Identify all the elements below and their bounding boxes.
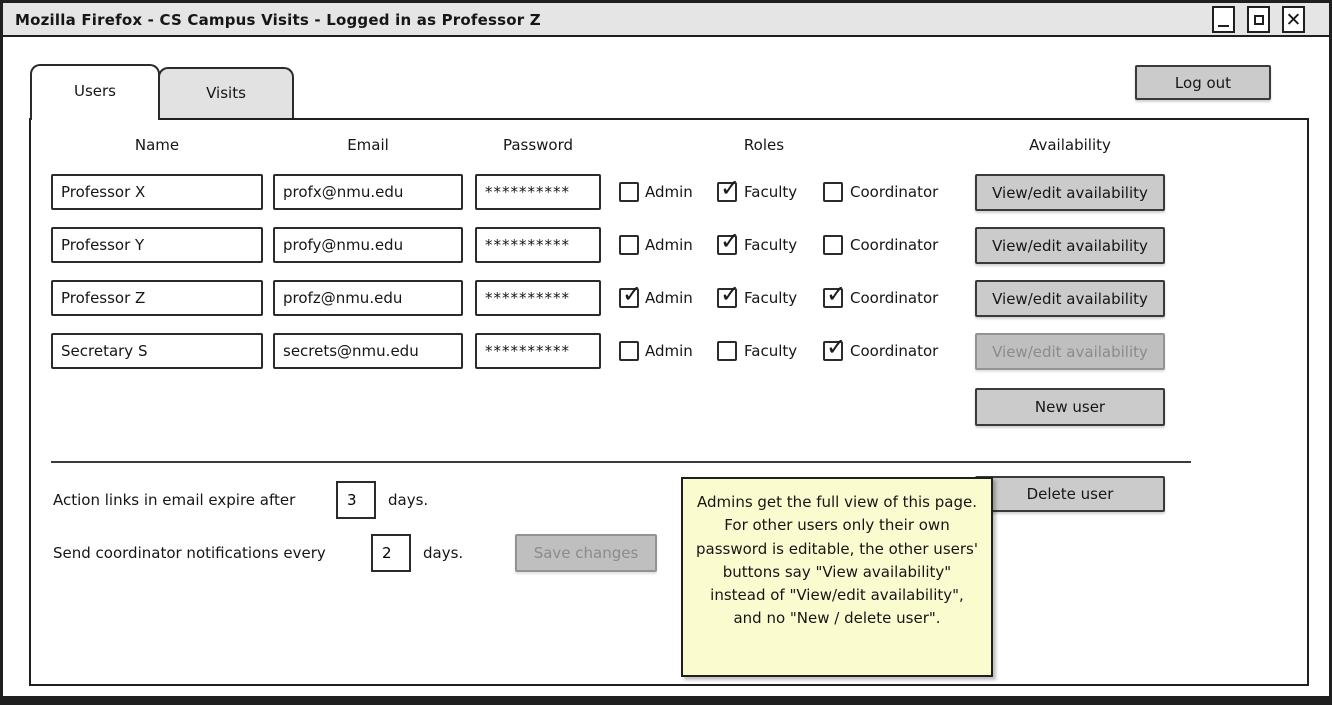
checkmark-icon: ✓ — [622, 280, 643, 308]
email-field[interactable] — [273, 280, 463, 316]
tab-visits[interactable]: Visits — [158, 67, 294, 118]
minimize-button[interactable] — [1212, 6, 1235, 33]
checkmark-icon: ✓ — [720, 227, 741, 255]
column-header-name: Name — [134, 136, 180, 154]
close-icon: ✕ — [1285, 9, 1302, 31]
checkmark-icon: ✓ — [826, 280, 847, 308]
faculty-label: Faculty — [744, 289, 798, 307]
column-header-password: Password — [502, 136, 574, 154]
password-field[interactable] — [475, 333, 601, 369]
minimize-icon — [1218, 25, 1229, 27]
window-controls: ✕ — [1212, 6, 1305, 33]
window-title: Mozilla Firefox - CS Campus Visits - Log… — [15, 11, 541, 29]
column-header-email: Email — [347, 136, 389, 154]
new-user-button[interactable]: New user — [975, 388, 1165, 426]
coordinator-label: Coordinator — [850, 236, 939, 254]
view-edit-availability-button[interactable]: View/edit availability — [975, 280, 1165, 317]
column-header-availability: Availability — [1029, 136, 1111, 154]
faculty-label: Faculty — [744, 183, 798, 201]
email-field[interactable] — [273, 333, 463, 369]
checkmark-icon: ✓ — [826, 333, 847, 361]
checkmark-icon: ✓ — [720, 174, 741, 202]
save-changes-button[interactable]: Save changes — [515, 534, 657, 572]
faculty-checkbox[interactable]: ✓ — [717, 341, 737, 361]
name-field[interactable] — [51, 333, 263, 369]
admin-checkbox[interactable]: ✓ — [619, 182, 639, 202]
expiry-setting-label: Action links in email expire after — [53, 491, 296, 509]
table-row: ✓ Admin ✓ Faculty ✓ Coordinator View/edi… — [3, 174, 1329, 212]
coordinator-label: Coordinator — [850, 342, 939, 360]
name-field[interactable] — [51, 227, 263, 263]
faculty-checkbox[interactable]: ✓ — [717, 280, 740, 308]
delete-user-button[interactable]: Delete user — [975, 476, 1165, 512]
password-field[interactable] — [475, 227, 601, 263]
checkmark-icon: ✓ — [720, 280, 741, 308]
admin-label: Admin — [645, 236, 693, 254]
notification-setting-label: Send coordinator notifications every — [53, 544, 326, 562]
table-row: ✓ Admin ✓ Faculty ✓ Coordinator View/edi… — [3, 280, 1329, 318]
name-field[interactable] — [51, 174, 263, 210]
expiry-days-suffix: days. — [388, 491, 429, 509]
title-bar: Mozilla Firefox - CS Campus Visits - Log… — [3, 3, 1329, 37]
admin-checkbox[interactable]: ✓ — [619, 235, 639, 255]
view-edit-availability-button[interactable]: View/edit availability — [975, 227, 1165, 264]
table-row: ✓ Admin ✓ Faculty ✓ Coordinator View/edi… — [3, 333, 1329, 371]
table-row: ✓ Admin ✓ Faculty ✓ Coordinator View/edi… — [3, 227, 1329, 265]
admin-label: Admin — [645, 289, 693, 307]
faculty-label: Faculty — [744, 342, 798, 360]
coordinator-checkbox[interactable]: ✓ — [823, 280, 846, 308]
expiry-days-field[interactable] — [336, 481, 376, 519]
close-button[interactable]: ✕ — [1282, 6, 1305, 33]
coordinator-checkbox[interactable]: ✓ — [823, 333, 846, 361]
coordinator-label: Coordinator — [850, 183, 939, 201]
email-field[interactable] — [273, 227, 463, 263]
password-field[interactable] — [475, 174, 601, 210]
coordinator-checkbox[interactable]: ✓ — [823, 182, 843, 202]
admin-label: Admin — [645, 342, 693, 360]
faculty-checkbox[interactable]: ✓ — [717, 174, 740, 202]
maximize-button[interactable] — [1247, 6, 1270, 33]
faculty-label: Faculty — [744, 236, 798, 254]
tab-users[interactable]: Users — [30, 64, 160, 120]
name-field[interactable] — [51, 280, 263, 316]
faculty-checkbox[interactable]: ✓ — [717, 227, 740, 255]
column-header-roles: Roles — [743, 136, 785, 154]
email-field[interactable] — [273, 174, 463, 210]
admin-checkbox[interactable]: ✓ — [619, 341, 639, 361]
notification-days-suffix: days. — [423, 544, 464, 562]
section-divider — [51, 461, 1191, 463]
coordinator-checkbox[interactable]: ✓ — [823, 235, 843, 255]
coordinator-label: Coordinator — [850, 289, 939, 307]
password-field[interactable] — [475, 280, 601, 316]
notification-days-field[interactable] — [371, 534, 411, 572]
admin-checkbox[interactable]: ✓ — [619, 280, 642, 308]
logout-button[interactable]: Log out — [1135, 65, 1271, 100]
annotation-note: Admins get the full view of this page. F… — [681, 477, 993, 677]
view-edit-availability-button[interactable]: View/edit availability — [975, 333, 1165, 370]
admin-label: Admin — [645, 183, 693, 201]
view-edit-availability-button[interactable]: View/edit availability — [975, 174, 1165, 211]
maximize-icon — [1254, 15, 1264, 25]
